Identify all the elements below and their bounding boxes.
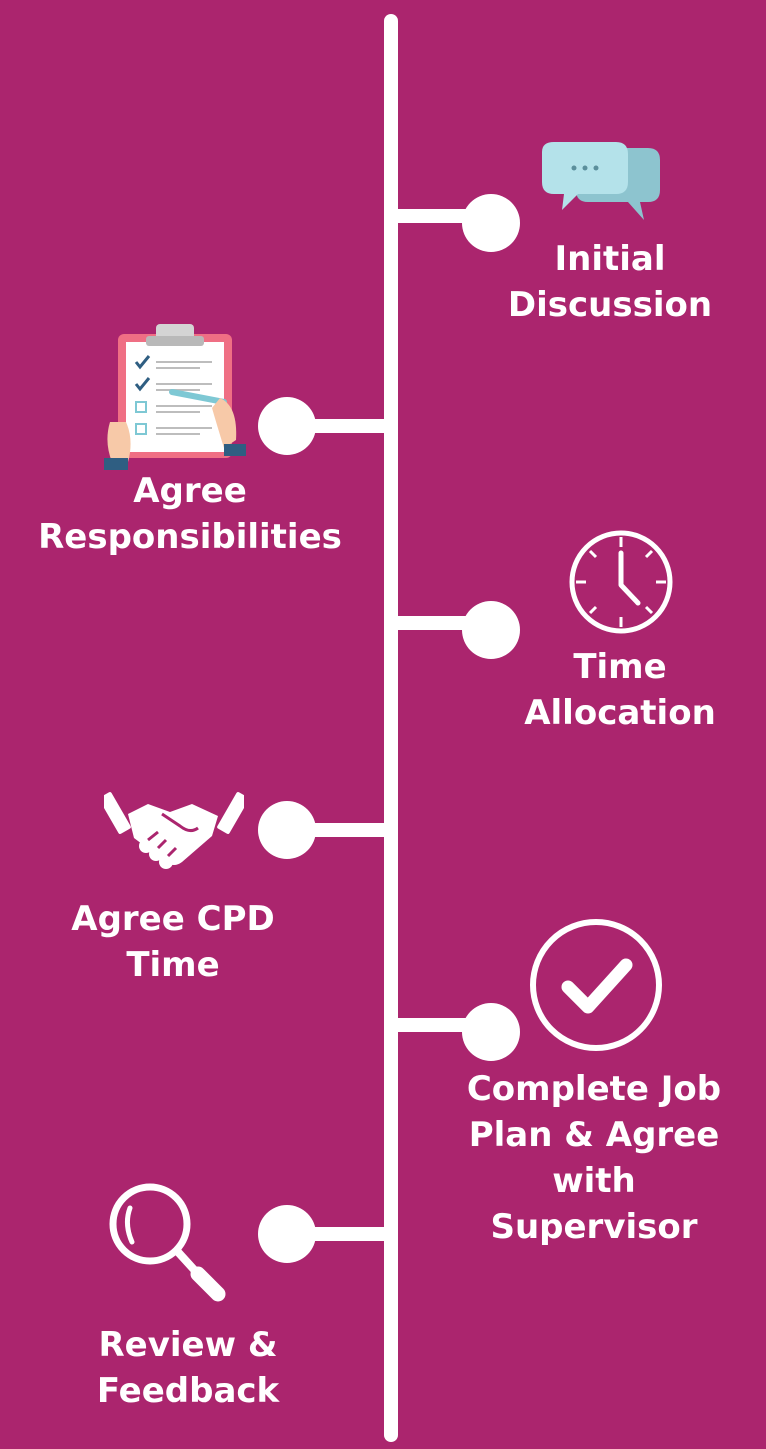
timeline-node-2	[258, 397, 316, 455]
timeline-branch-2	[290, 419, 394, 433]
clock-icon	[569, 530, 673, 634]
timeline-branch-6	[290, 1227, 394, 1241]
magnifier-icon	[109, 1183, 226, 1302]
timeline-node-5	[462, 1003, 520, 1061]
chat-bubbles-icon	[542, 142, 660, 220]
handshake-icon	[104, 792, 244, 869]
step-label-6: Review &Feedback	[96, 1325, 280, 1411]
checkmark-circle-icon	[530, 919, 662, 1051]
timeline-node-4	[258, 801, 316, 859]
timeline-spine	[384, 14, 398, 1442]
timeline-node-6	[258, 1205, 316, 1263]
timeline-node-1	[462, 194, 520, 252]
timeline-branch-4	[290, 823, 394, 837]
clipboard-checklist-icon	[104, 324, 246, 470]
timeline-node-3	[462, 601, 520, 659]
